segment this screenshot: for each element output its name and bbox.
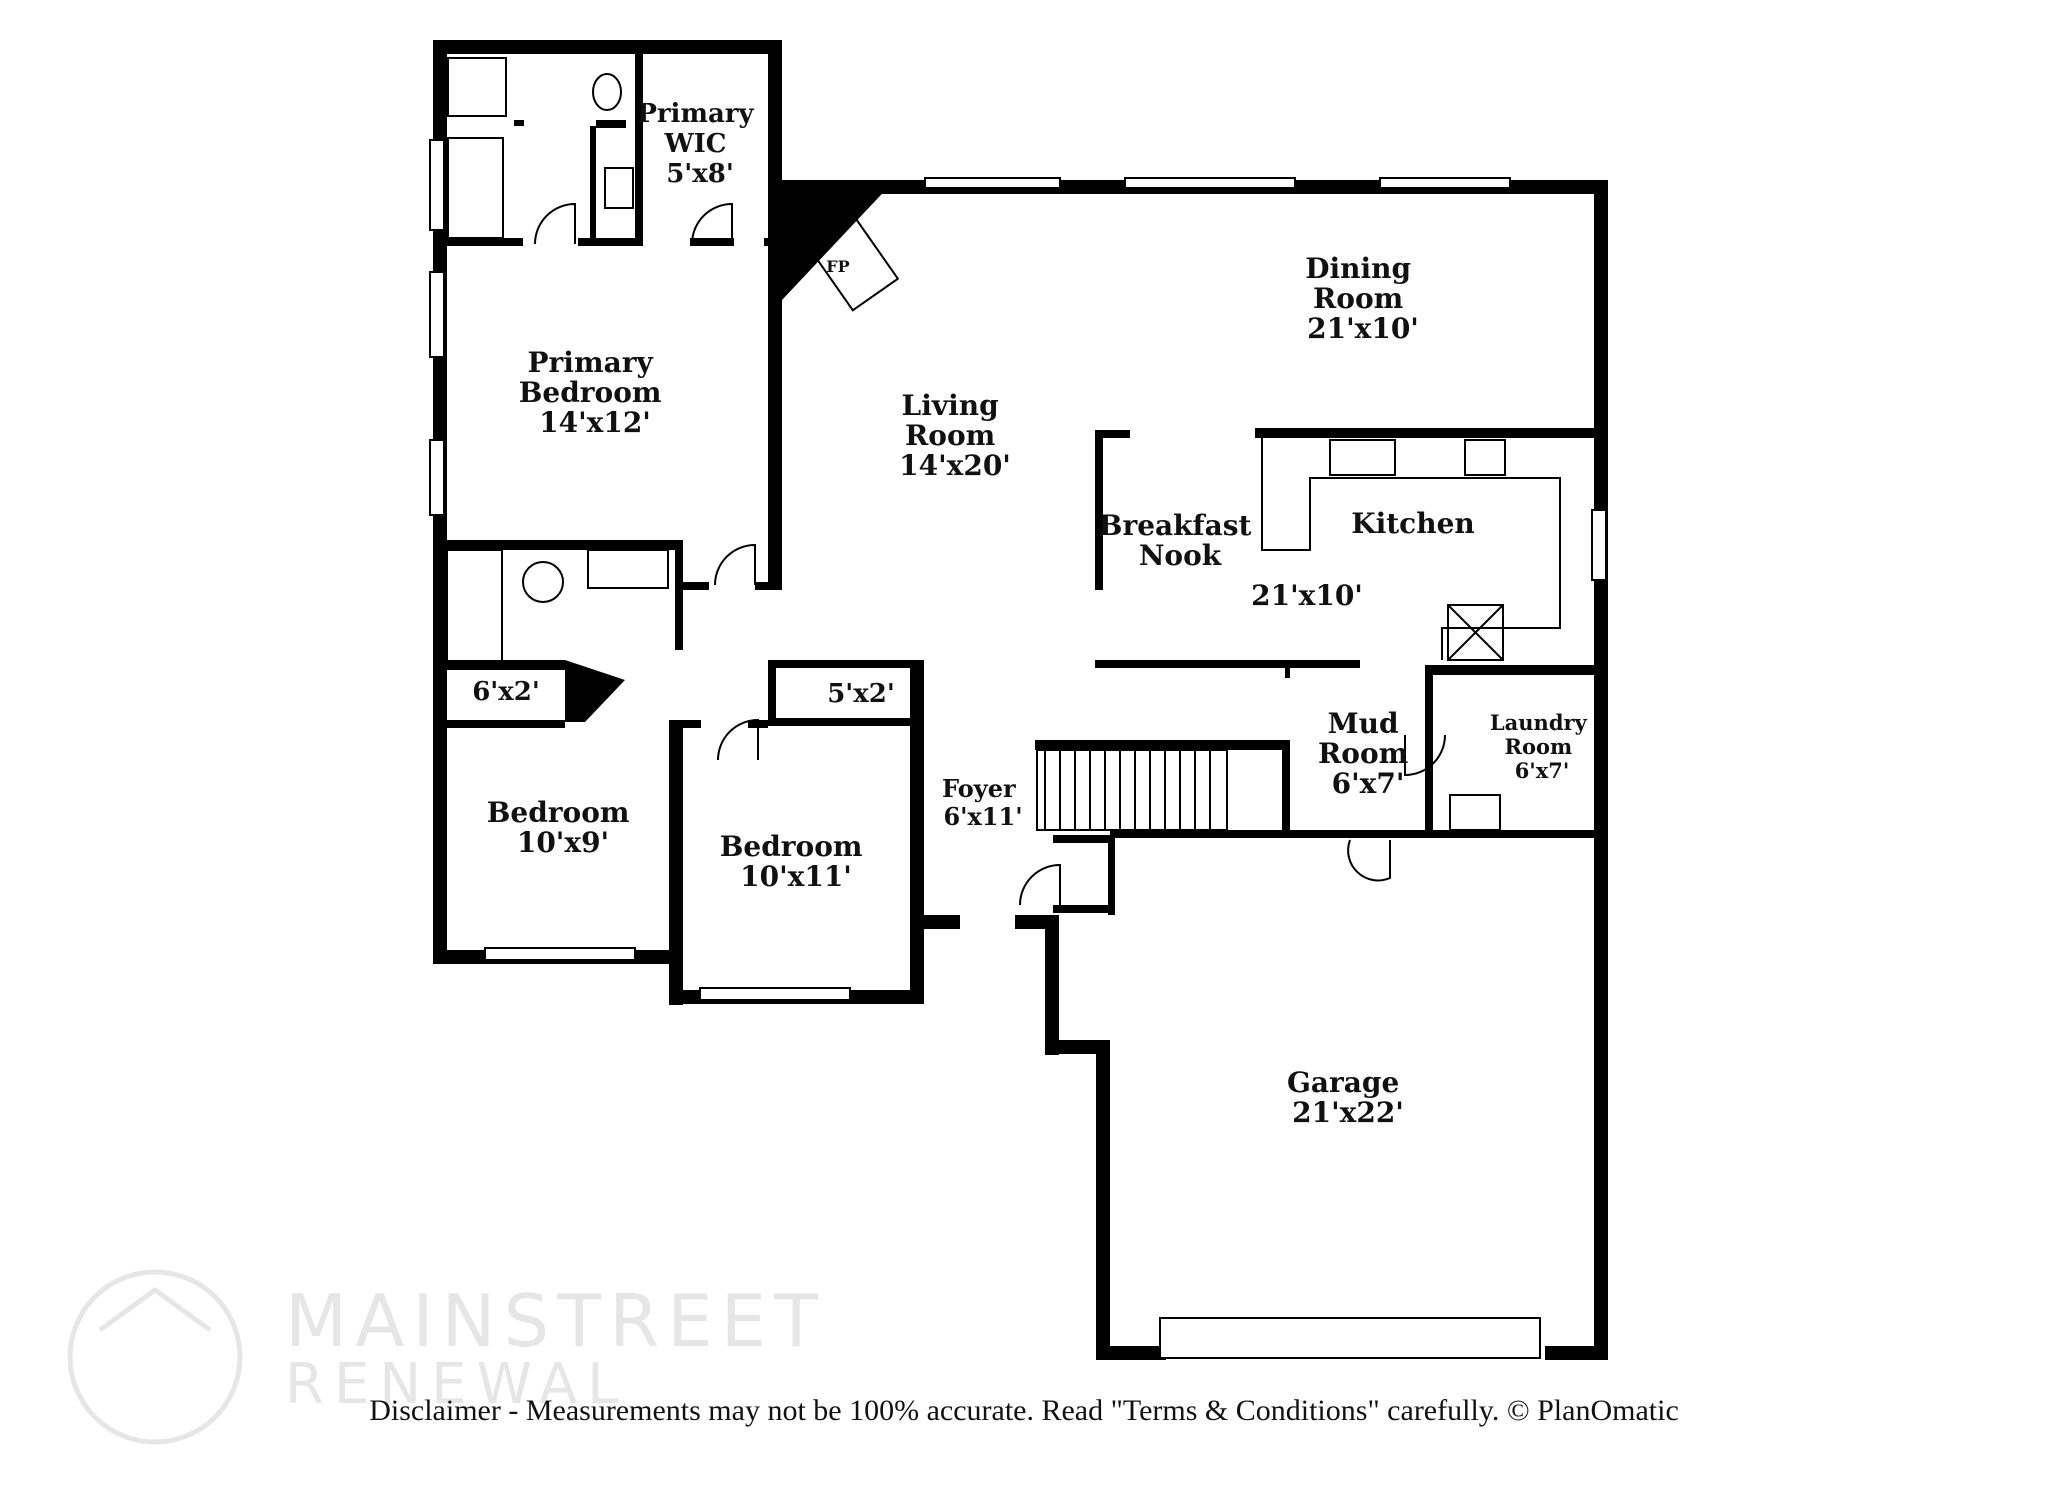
label-dining-room: Dining Room 21'x10' (1305, 252, 1421, 345)
label-living-room: Living Room 14'x20' (899, 389, 1011, 482)
label-breakfast-nook: Breakfast Nook (1099, 509, 1261, 572)
kitchen-counter (1261, 438, 1561, 661)
label-kitchen-dims: 21'x10' (1251, 579, 1363, 612)
stairs (1036, 749, 1228, 831)
fixtures (446, 57, 1501, 831)
walls (433, 40, 1608, 1360)
label-kitchen: Kitchen (1351, 507, 1474, 540)
label-laundry-room: Laundry Room 6'x7' (1490, 710, 1594, 783)
doors (534, 202, 1446, 906)
windows (429, 139, 1607, 1359)
label-primary-bedroom: Primary Bedroom 14'x12' (519, 346, 672, 439)
watermark-line1: MAINSTREET (285, 1279, 827, 1363)
watermark-line2: RENEWAL (285, 1352, 629, 1417)
label-foyer: Foyer 6'x11' (942, 774, 1024, 831)
label-closet-left: 6'x2' (472, 677, 540, 707)
room-labels: Primary WIC 5'x8' Primary Bedroom 14'x12… (472, 99, 1594, 1129)
label-closet-right: 5'x2' (827, 679, 895, 709)
label-fireplace: FP (826, 257, 849, 276)
label-bedroom-right: Bedroom 10'x11' (720, 830, 873, 893)
watermark: MAINSTREET RENEWAL (285, 1285, 826, 1413)
logo-mark (67, 1269, 243, 1445)
label-mud-room: Mud Room 6'x7' (1318, 707, 1418, 800)
label-bedroom-left: Bedroom 10'x9' (487, 796, 640, 859)
disclaimer-text: Disclaimer - Measurements may not be 100… (369, 1394, 1679, 1427)
label-garage: Garage 21'x22' (1287, 1066, 1409, 1129)
label-primary-wic: Primary WIC 5'x8' (637, 99, 762, 189)
